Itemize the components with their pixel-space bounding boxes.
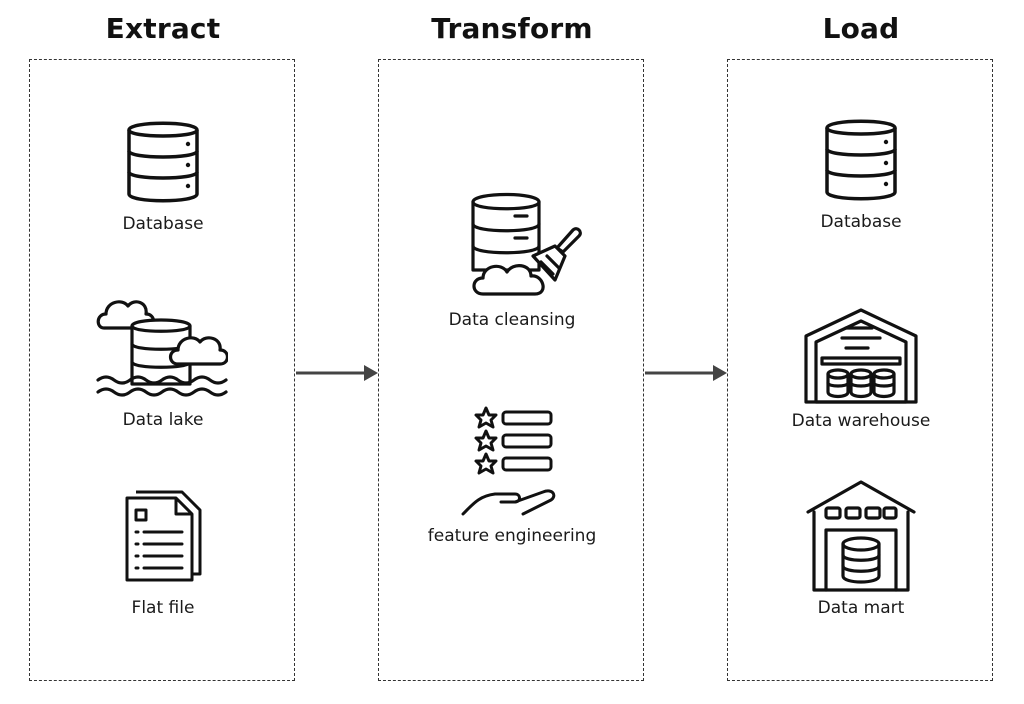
item-label-data-warehouse: Data warehouse xyxy=(791,411,931,431)
load-panel: Database Data warehouse xyxy=(727,59,993,681)
data-lake-icon xyxy=(96,300,228,397)
stage-title-load: Load xyxy=(822,12,900,45)
item-label-data-cleansing: Data cleansing xyxy=(448,310,576,330)
item-label-feature-engineering: feature engineering xyxy=(427,526,597,546)
warehouse-icon xyxy=(804,308,918,404)
flat-file-icon xyxy=(125,490,202,582)
item-label-flat-file: Flat file xyxy=(131,598,195,618)
item-label-data-mart: Data mart xyxy=(817,598,905,618)
stage-title-transform: Transform xyxy=(431,12,593,45)
stage-title-extract: Extract xyxy=(105,12,221,45)
item-label-database: Database xyxy=(122,214,204,234)
item-label-database: Database xyxy=(820,212,902,232)
feature-engineering-icon xyxy=(461,406,556,516)
database-icon xyxy=(127,121,199,203)
arrow-right-icon xyxy=(645,365,727,381)
database-icon xyxy=(825,119,897,201)
item-label-data-lake: Data lake xyxy=(122,410,204,430)
data-cleansing-icon xyxy=(471,192,582,296)
transform-panel: Data cleansing feature engineering xyxy=(378,59,644,681)
arrow-right-icon xyxy=(296,365,378,381)
data-mart-icon xyxy=(806,480,916,592)
extract-panel: Database Data lake xyxy=(29,59,295,681)
